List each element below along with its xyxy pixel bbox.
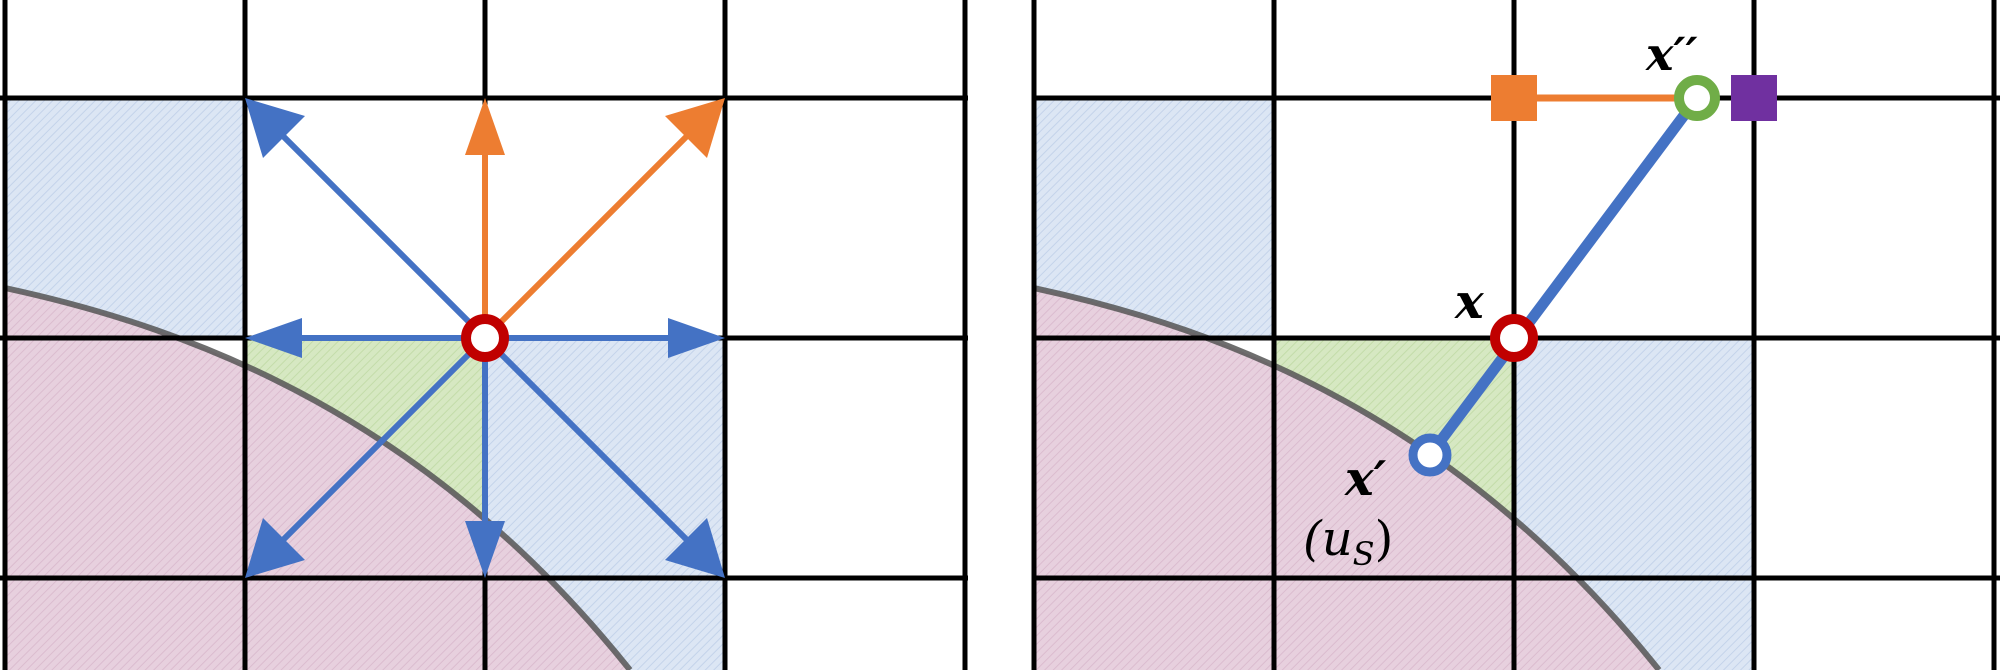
interior-region [1034, 288, 1659, 670]
node-x-prime [1408, 433, 1452, 477]
arrowhead-down [465, 521, 505, 578]
arrow-down-left [272, 335, 488, 551]
node-x [1490, 314, 1538, 362]
interior-region [5, 288, 630, 670]
label-x: x [1454, 274, 1485, 330]
cell-blue [1514, 338, 1754, 578]
arrow-down-right [482, 335, 698, 551]
left-panel [4, 98, 725, 670]
arrow-up-right [482, 125, 698, 341]
boundary-curve [1034, 285, 1662, 670]
arrowhead-down-right [665, 518, 725, 578]
label-u-s-open: (u [1303, 511, 1353, 567]
purple-square-marker [1731, 75, 1777, 121]
arrowhead-right [668, 318, 725, 358]
arrow-up-left [249, 102, 488, 341]
center-node [461, 314, 509, 362]
projection-construction: x′′ x x′ (uS) [1303, 27, 1777, 573]
arrowhead-down-left [245, 518, 305, 578]
arrowhead-left [245, 318, 302, 358]
stencil-arrows [245, 98, 725, 578]
arrowhead-up-right [665, 98, 725, 158]
label-x-prime: x′ [1344, 451, 1387, 507]
node-x-double-prime [1674, 75, 1720, 121]
right-panel [1034, 98, 1754, 670]
label-u-s-close: ) [1375, 511, 1394, 567]
arrowhead-up [465, 98, 505, 155]
label-u-s-subscript: S [1353, 535, 1375, 573]
boundary-curve [4, 285, 633, 670]
label-u-s: (uS) [1303, 511, 1393, 573]
arrowhead-up-left [245, 98, 305, 158]
orange-square-marker [1491, 75, 1537, 121]
label-x-double-prime: x′′ [1645, 27, 1698, 81]
blue-line [1425, 94, 1702, 459]
